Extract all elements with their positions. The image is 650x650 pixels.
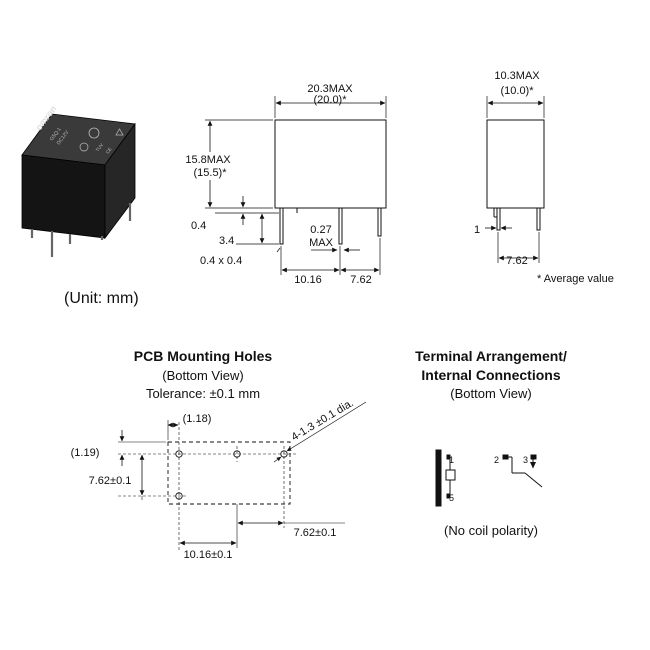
- end-view-drawing: [485, 96, 545, 263]
- side-height-avg: (15.5)*: [193, 167, 227, 179]
- average-value-footnote: * Average value: [537, 273, 614, 285]
- side-height-max: 15.8MAX: [185, 154, 231, 166]
- side-view-body: [274, 119, 387, 209]
- coil-icon: [445, 469, 456, 481]
- pcb-outline: [167, 441, 291, 505]
- side-width-max: 20.3MAX: [307, 83, 353, 95]
- terminal-title-line1: Terminal Arrangement/: [415, 348, 567, 364]
- terminal-view-note: (Bottom View): [450, 386, 531, 401]
- cert-logo-icon: [79, 142, 89, 152]
- switch-contact-arm: [524, 472, 543, 488]
- side-pin-length: 3.4: [219, 235, 234, 247]
- side-pin-width-max: MAX: [309, 237, 334, 249]
- cert-logo-icon: [88, 127, 100, 139]
- terminal-orientation-bar: [435, 449, 442, 507]
- pcb-left-offset: (1.19): [71, 447, 100, 459]
- end-view-pin: [536, 207, 541, 231]
- terminal-title-line2: Internal Connections: [421, 367, 560, 383]
- side-pin-thickness: 0.4: [191, 220, 206, 232]
- pcb-title: PCB Mounting Holes: [134, 348, 273, 364]
- relay-marking-line: TUV: [95, 142, 104, 152]
- side-pin-width-value: 0.27: [310, 224, 331, 236]
- terminal-pin-label: 3: [523, 455, 528, 465]
- coil-polarity-note: (No coil polarity): [444, 523, 538, 538]
- side-view-pin: [377, 207, 382, 237]
- end-pitch: 7.62: [506, 255, 527, 267]
- end-width-avg: (10.0)*: [500, 85, 534, 97]
- pcb-top-offset: (1.18): [183, 413, 212, 425]
- terminal-pin-label: 1: [449, 455, 454, 465]
- relay-photo: omron G5Q-1 DC12V TUV CE: [21, 104, 136, 257]
- end-view-body: [486, 119, 545, 209]
- end-width-max: 10.3MAX: [494, 70, 540, 82]
- side-pin-section: 0.4 x 0.4: [200, 255, 242, 267]
- side-width-avg: (20.0)*: [313, 94, 347, 106]
- coil-terminal: [446, 454, 451, 460]
- end-pin-width: 1: [474, 224, 480, 236]
- pcb-row-pitch: 7.62±0.1: [89, 475, 132, 487]
- relay-pins: [30, 203, 132, 257]
- coil-terminal: [446, 493, 451, 499]
- relay-marking-line: CE: [105, 147, 113, 155]
- warning-triangle-icon: [115, 128, 124, 136]
- pcb-tolerance: Tolerance: ±0.1 mm: [146, 386, 260, 401]
- pcb-hole-callout: 4-1.3 ±0.1 dia.: [289, 397, 355, 443]
- side-pitch-2: 7.62: [350, 274, 371, 286]
- pcb-col-pitch-right: 7.62±0.1: [294, 527, 337, 539]
- pcb-view-note: (Bottom View): [162, 368, 243, 383]
- pcb-col-pitch-left: 10.16±0.1: [184, 549, 233, 561]
- relay-front-face: [21, 154, 106, 239]
- terminal-pin-label: 5: [449, 493, 454, 503]
- relay-side-face: [104, 122, 136, 240]
- terminal-schematic: [435, 449, 543, 507]
- side-view-drawing: [205, 96, 387, 275]
- unit-note: (Unit: mm): [64, 290, 139, 307]
- terminal-pin-label: 2: [494, 455, 499, 465]
- side-view-pin: [338, 207, 343, 245]
- end-view-pin: [496, 207, 501, 231]
- side-pitch-1: 10.16: [294, 274, 322, 286]
- no-terminal: [530, 454, 537, 460]
- side-view-pin: [279, 207, 284, 245]
- pcb-hole-drawing: [118, 401, 367, 550]
- common-terminal: [502, 454, 509, 460]
